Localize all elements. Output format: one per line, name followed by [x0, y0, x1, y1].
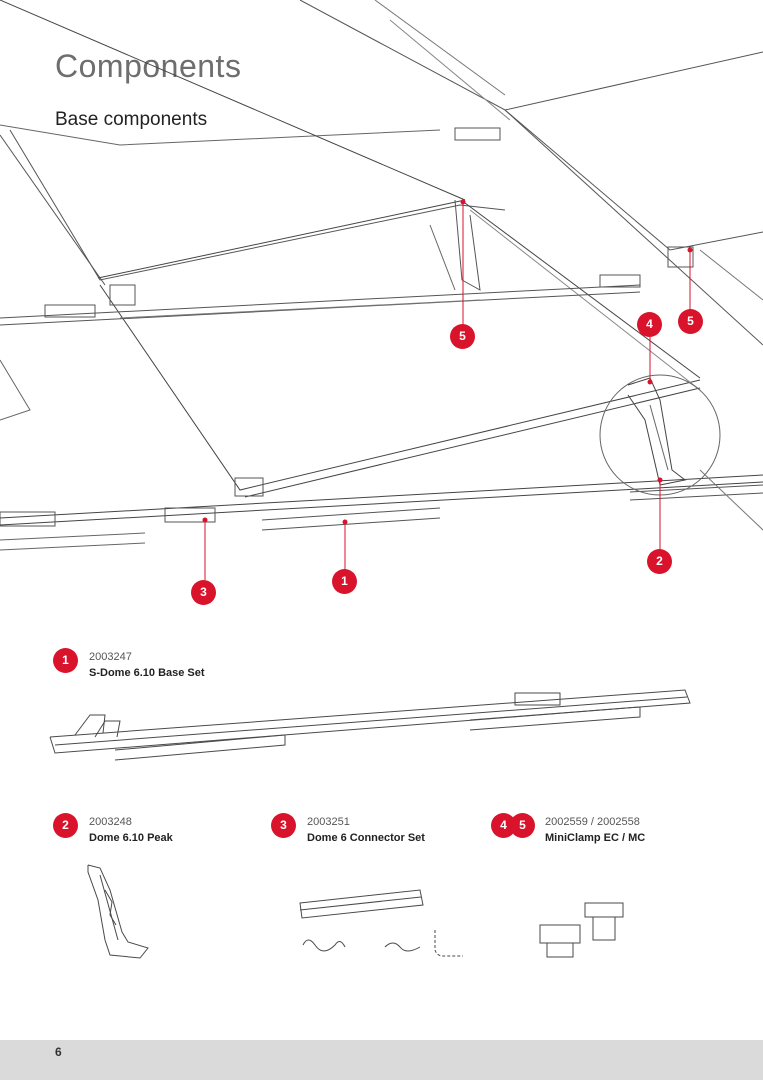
component-code: 2002559 / 2002558	[545, 816, 640, 828]
component-name: S-Dome 6.10 Base Set	[89, 667, 205, 679]
component-name: Dome 6.10 Peak	[89, 832, 173, 844]
component-code: 2003247	[89, 651, 132, 663]
component-name: MiniClamp EC / MC	[545, 832, 646, 844]
callout-1: 1	[332, 569, 357, 594]
component-code: 2003248	[89, 816, 132, 828]
page-number: 6	[55, 1045, 62, 1059]
component-number: 2	[53, 813, 78, 838]
component-number: 3	[271, 813, 296, 838]
component-number-5: 5	[510, 813, 535, 838]
peak-drawing	[80, 860, 160, 965]
callout-5-right: 5	[678, 309, 703, 334]
page-title: Components	[55, 48, 242, 84]
callout-3: 3	[191, 580, 216, 605]
component-miniclamp: 4 5 2002559 / 2002558 MiniClamp EC / MC	[491, 813, 721, 853]
connector-set-drawing	[295, 885, 475, 970]
callout-5-left: 5	[450, 324, 475, 349]
section-subtitle: Base components	[55, 109, 208, 130]
component-connector-set: 3 2003251 Dome 6 Connector Set	[271, 813, 471, 853]
callout-4: 4	[637, 312, 662, 337]
component-number: 1	[53, 648, 78, 673]
base-set-drawing	[45, 685, 695, 770]
component-base-set: 1 2003247 S-Dome 6.10 Base Set	[53, 648, 353, 688]
component-name: Dome 6 Connector Set	[307, 832, 425, 844]
page-footer: 6	[0, 1040, 763, 1080]
component-code: 2003251	[307, 816, 350, 828]
callout-2: 2	[647, 549, 672, 574]
system-overview-drawing	[0, 0, 763, 620]
miniclamp-drawing	[535, 895, 635, 965]
component-peak: 2 2003248 Dome 6.10 Peak	[53, 813, 253, 853]
